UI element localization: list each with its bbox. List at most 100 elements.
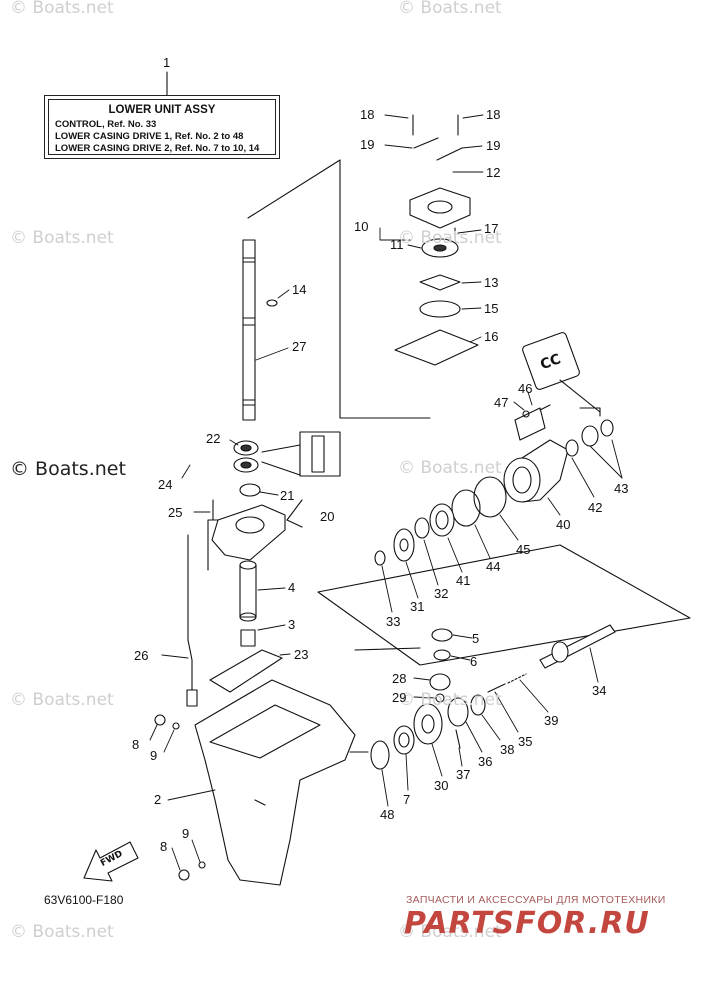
gasket-part xyxy=(209,649,283,693)
callout-label: 37 xyxy=(456,767,471,782)
bolt-8-upper xyxy=(154,714,166,726)
callout-label: 8 xyxy=(132,737,140,752)
callout-label: 8 xyxy=(160,839,168,854)
callout-label: 42 xyxy=(588,500,603,515)
callout-label: 11 xyxy=(390,237,404,252)
nut-6 xyxy=(433,649,451,661)
callout-label: 43 xyxy=(614,481,629,496)
bearing-7 xyxy=(393,725,415,755)
plunger-39 xyxy=(487,683,506,693)
oil-seal-inset xyxy=(522,332,601,417)
callout-label: 35 xyxy=(518,734,533,749)
pinion-5 xyxy=(431,628,453,642)
callout-label: 34 xyxy=(592,683,607,698)
forward-gear-30 xyxy=(413,703,443,745)
callout-label: 29 xyxy=(392,690,407,705)
bearing-41 xyxy=(429,503,455,537)
shim-48 xyxy=(370,740,390,770)
callout-label: 22 xyxy=(206,431,221,446)
housing-frame xyxy=(207,519,219,571)
callout-label: 10 xyxy=(354,219,369,234)
watermark: © Boats.net xyxy=(10,228,114,248)
callout-label: 18 xyxy=(486,107,501,122)
callout-label: 30 xyxy=(434,778,449,793)
callout-label: 45 xyxy=(516,542,531,557)
seller-tagline: ЗАПЧАСТИ И АКСЕССУАРЫ ДЛЯ МОТОТЕХНИКИ xyxy=(406,894,666,906)
callout-label: 33 xyxy=(386,614,401,629)
spring-35 xyxy=(507,673,527,684)
callout-label: 48 xyxy=(380,807,395,822)
leader-lines xyxy=(149,114,623,871)
o-ring-45 xyxy=(473,476,507,518)
seller-logo: PARTSFOR.RU xyxy=(404,906,650,941)
callout-label: 41 xyxy=(456,573,471,588)
cc-tag-icon: CC xyxy=(538,351,563,373)
drive-shaft-part xyxy=(242,239,278,421)
propeller-shaft-part xyxy=(539,624,616,669)
callout-label: 9 xyxy=(182,826,190,841)
watermark: © Boats.net xyxy=(10,458,126,480)
pump-group-frame xyxy=(247,159,431,419)
callout-label: 24 xyxy=(158,477,173,492)
callout-label: 5 xyxy=(472,631,480,646)
callout-label: 28 xyxy=(392,671,407,686)
assembly-line: LOWER CASING DRIVE 2, Ref. No. 7 to 10, … xyxy=(55,143,260,154)
callout-label: 14 xyxy=(292,282,307,297)
callout-label: 23 xyxy=(294,647,309,662)
callout-assembly: 1 xyxy=(163,55,171,70)
callout-label: 16 xyxy=(484,329,499,344)
callout-label: 21 xyxy=(280,488,295,503)
watermark: © Boats.net xyxy=(10,922,114,942)
o-ring-44 xyxy=(451,489,481,527)
callout-label: 27 xyxy=(292,339,307,354)
callout-label: 26 xyxy=(134,648,149,663)
callout-label: 13 xyxy=(484,275,499,290)
washer-33 xyxy=(374,550,386,566)
watermark: © Boats.net xyxy=(398,458,502,478)
water-pump-part xyxy=(394,114,479,366)
callout-label: 38 xyxy=(500,742,515,757)
callout-label: 44 xyxy=(486,559,501,574)
bearing-housing-40 xyxy=(503,404,614,503)
diagram-code: 63V6100-F180 xyxy=(44,893,124,907)
callout-label: 6 xyxy=(470,654,478,669)
shift-rod-part xyxy=(187,534,193,701)
bolt-8-lower xyxy=(178,869,190,881)
assembly-line: CONTROL, Ref. No. 33 xyxy=(55,119,157,130)
watermark: © Boats.net xyxy=(398,0,502,18)
lower-casing-part xyxy=(194,679,356,886)
watermark: © Boats.net xyxy=(398,690,502,710)
callout-label: 31 xyxy=(410,599,425,614)
callout-label: 47 xyxy=(494,395,509,410)
callout-label: 15 xyxy=(484,301,499,316)
callout-label: 18 xyxy=(360,107,375,122)
callout-label: 12 xyxy=(486,165,501,180)
watermark: © Boats.net xyxy=(10,0,114,18)
callout-label: 39 xyxy=(544,713,559,728)
shim-32 xyxy=(414,517,430,539)
callout-label: 25 xyxy=(168,505,183,520)
gear-31 xyxy=(393,528,415,562)
callout-label: 19 xyxy=(360,137,375,152)
callout-label: 3 xyxy=(288,617,296,632)
bearing-pair-part xyxy=(233,431,341,477)
water-tube-part xyxy=(239,560,257,647)
svg-text:CC: CC xyxy=(538,351,563,373)
assembly-info-box: LOWER UNIT ASSY CONTROL, Ref. No. 33 LOW… xyxy=(44,95,280,159)
clutch-36 xyxy=(447,697,469,727)
callout-label: 9 xyxy=(150,748,158,763)
washer-38 xyxy=(470,694,486,716)
bearing-housing-part xyxy=(211,499,303,561)
callout-label: 2 xyxy=(154,792,162,807)
watermark: © Boats.net xyxy=(398,922,502,942)
callout-label: 40 xyxy=(556,517,571,532)
callout-label: 17 xyxy=(484,221,499,236)
callout-label: 4 xyxy=(288,580,296,595)
pin-37 xyxy=(455,729,461,749)
gear-group-frame xyxy=(317,544,691,666)
callout-label: 32 xyxy=(434,586,449,601)
fwd-arrow-icon xyxy=(83,841,139,882)
callout-label: 36 xyxy=(478,754,493,769)
watermark: © Boats.net xyxy=(398,228,502,248)
